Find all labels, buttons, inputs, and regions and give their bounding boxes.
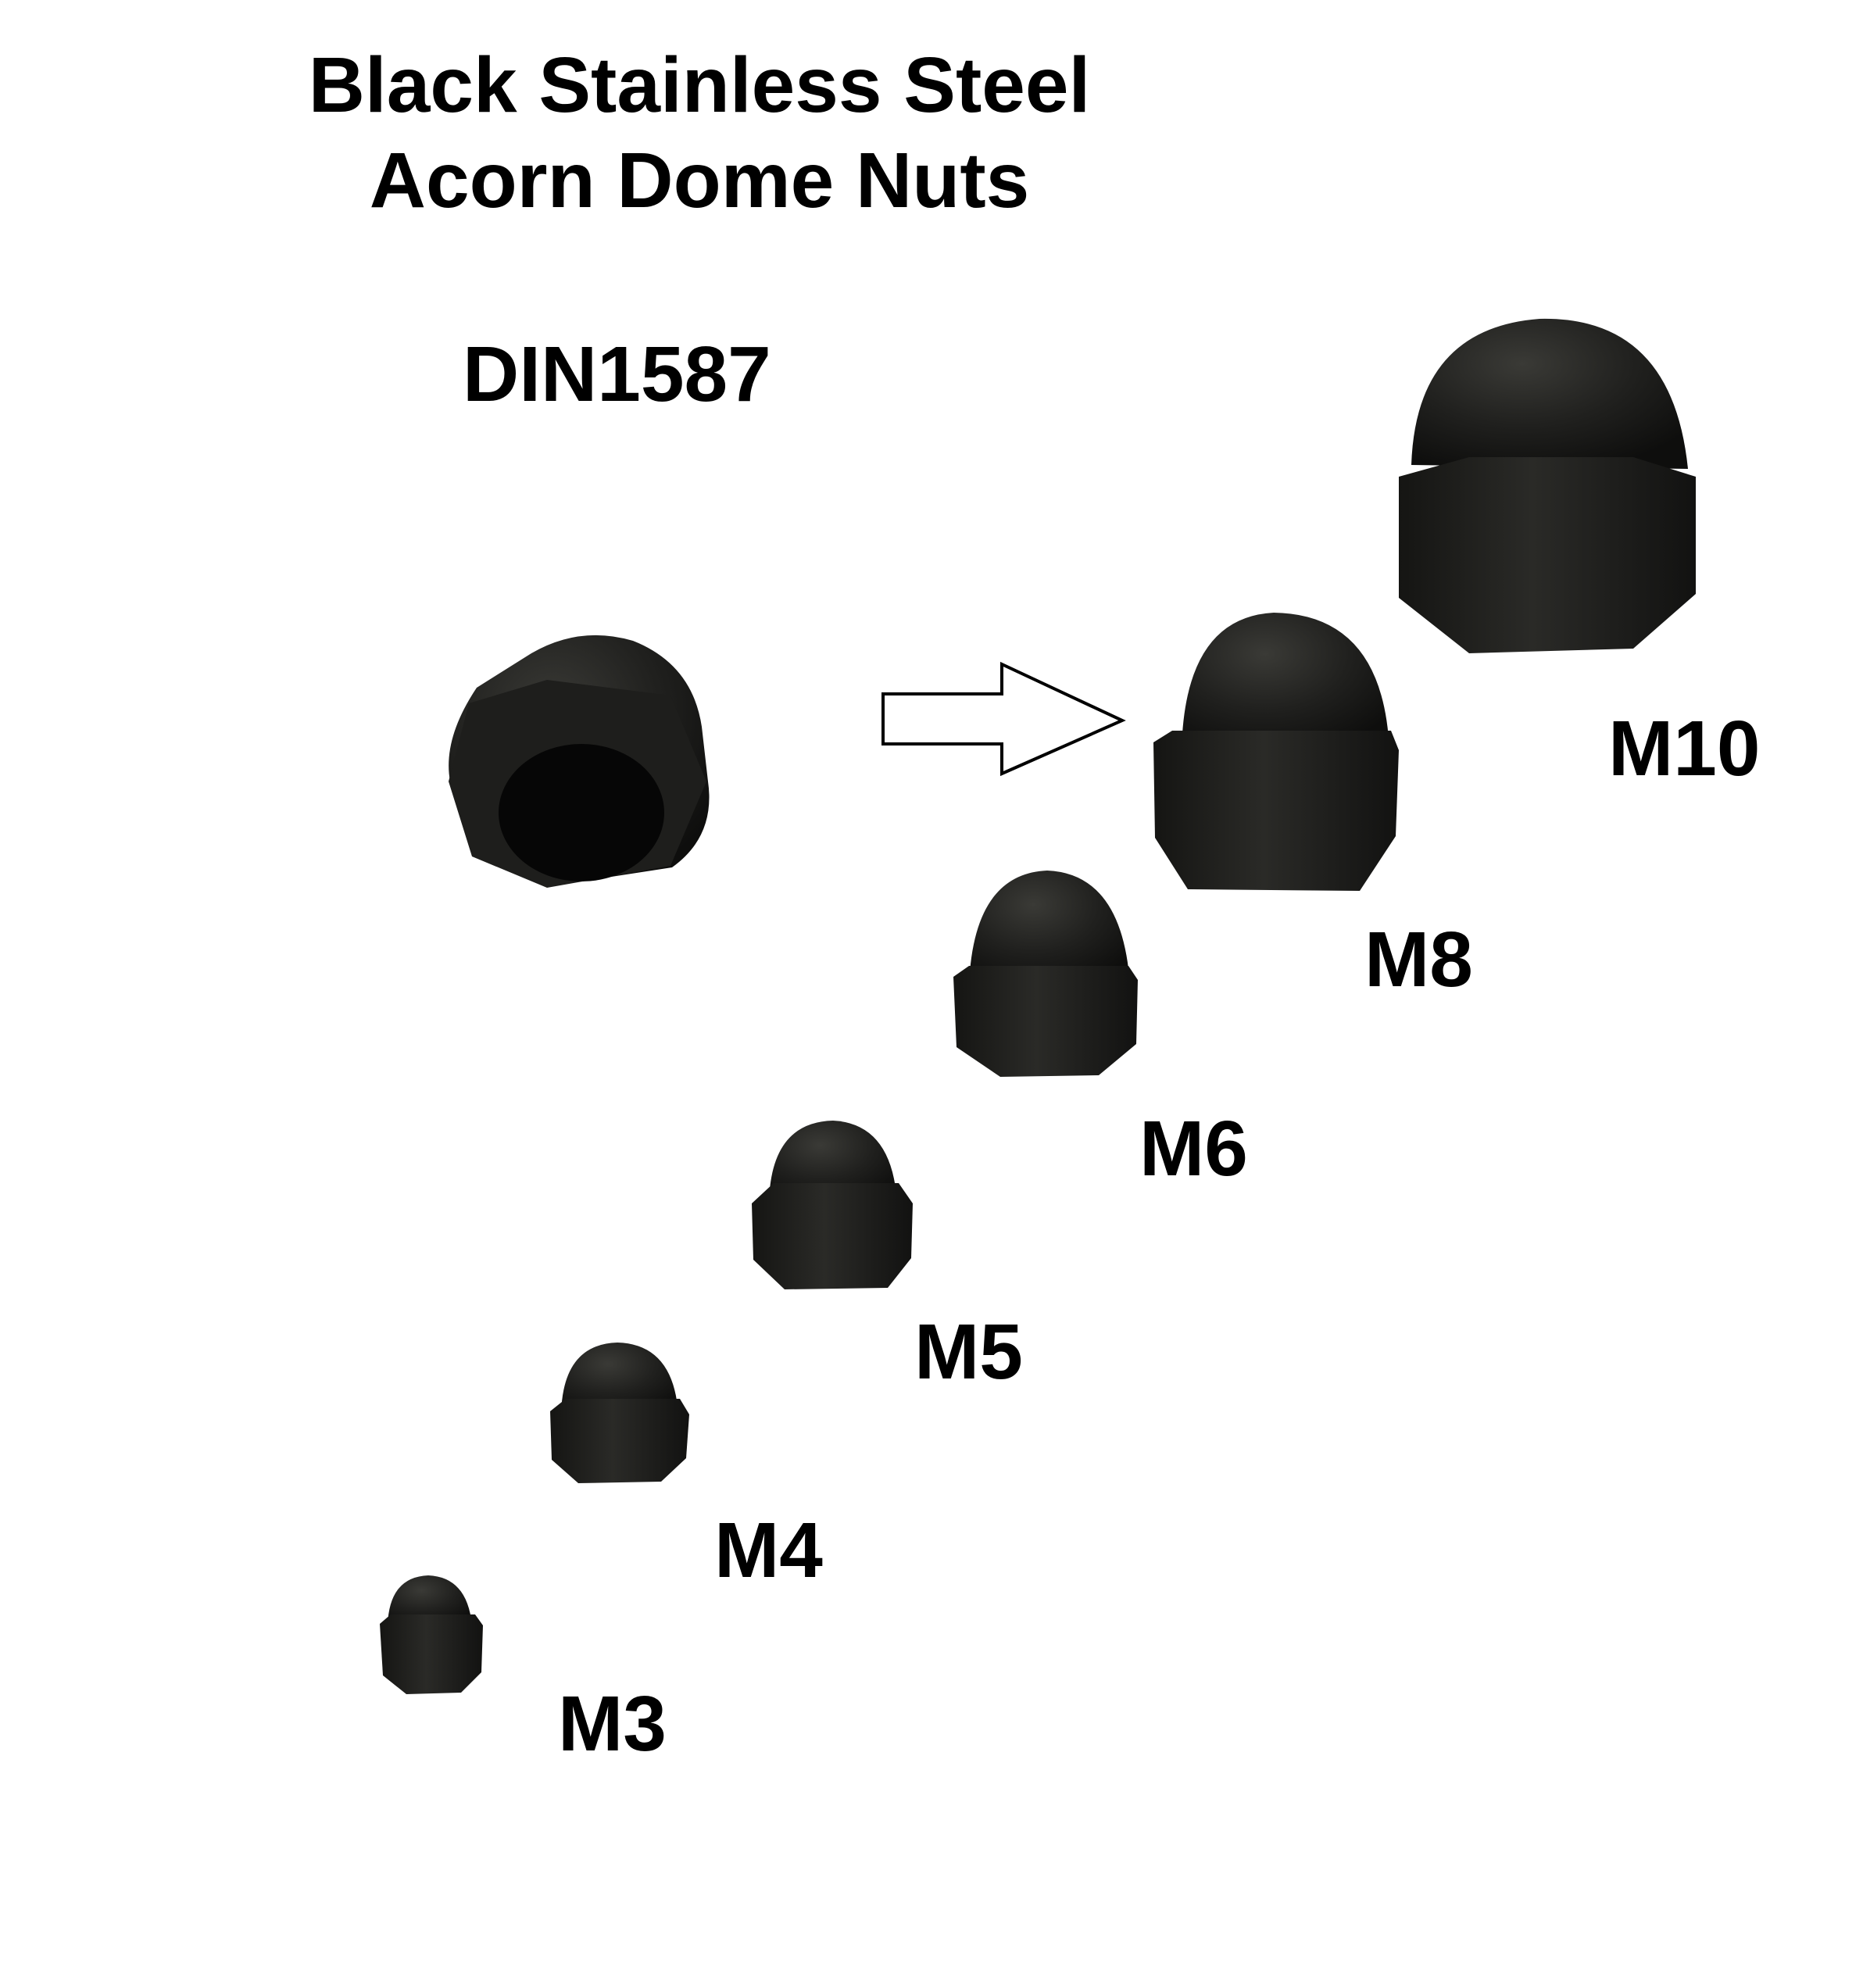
arrow-icon (881, 661, 1126, 777)
label-m10: M10 (1608, 705, 1761, 792)
nut-m10 (1399, 318, 1696, 653)
standard-label: DIN1587 (463, 331, 771, 418)
nut-front-view (449, 635, 710, 888)
nut-m6 (953, 871, 1138, 1077)
title-line-1: Black Stainless Steel (308, 41, 1091, 129)
photo-title: Black Stainless Steel Acorn Dome Nuts (0, 38, 1399, 228)
nut-m8 (1153, 613, 1399, 891)
nut-m5 (752, 1121, 913, 1289)
title-line-2: Acorn Dome Nuts (369, 137, 1030, 224)
nut-m4 (550, 1343, 689, 1483)
label-m6: M6 (1139, 1105, 1248, 1192)
nut-m3 (380, 1575, 483, 1694)
label-m4: M4 (714, 1507, 823, 1594)
label-m3: M3 (558, 1680, 667, 1768)
label-m8: M8 (1364, 916, 1473, 1003)
label-m5: M5 (914, 1308, 1023, 1396)
